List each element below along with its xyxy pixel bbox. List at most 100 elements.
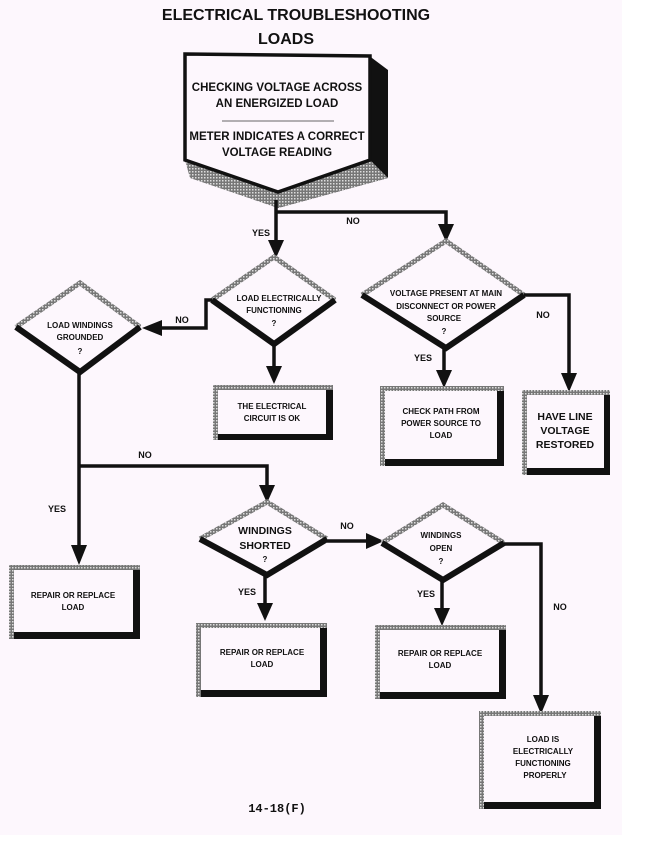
decision-text: WINDINGS [421, 531, 463, 540]
title-line1: ELECTRICAL TROUBLESHOOTING [162, 7, 430, 24]
start-line2: AN ENERGIZED LOAD [216, 98, 339, 110]
outcome-text: PROPERLY [523, 771, 567, 780]
decision-question-mark: ? [272, 319, 277, 328]
decision-text: LOAD WINDINGS [47, 321, 113, 330]
decision-text: OPEN [430, 544, 453, 553]
outcome-check-path: CHECK PATH FROM POWER SOURCE TO LOAD [380, 386, 504, 466]
label-no: NO [536, 310, 550, 320]
label-yes: YES [252, 228, 270, 238]
outcome-text: REPAIR OR REPLACE [31, 591, 116, 600]
decision-question-mark: ? [442, 327, 447, 336]
connector-open-no [504, 542, 543, 697]
connector-voltage-no [524, 293, 571, 375]
arrow-down-icon [71, 545, 87, 565]
outcome-circuit-ok: THE ELECTRICAL CIRCUIT IS OK [213, 385, 333, 440]
decision-question-mark: ? [263, 555, 268, 564]
arrow-down-icon [561, 373, 577, 392]
outcome-line-voltage: HAVE LINE VOLTAGE RESTORED [522, 390, 610, 475]
outcome-functioning-properly: LOAD IS ELECTRICALLY FUNCTIONING PROPERL… [479, 711, 601, 809]
outcome-text: REPAIR OR REPLACE [398, 649, 483, 658]
outcome-text: LOAD [251, 660, 274, 669]
arrow-down-icon [259, 485, 275, 503]
start-block: CHECKING VOLTAGE ACROSS AN ENERGIZED LOA… [183, 52, 388, 208]
outcome-text: LOAD [62, 603, 85, 612]
decision-text: SOURCE [427, 314, 462, 323]
decision-load-functioning: LOAD ELECTRICALLY FUNCTIONING ? [210, 253, 337, 348]
start-line3: METER INDICATES A CORRECT [189, 131, 364, 143]
diamond-top-edge [380, 502, 506, 546]
diamond-top-edge [14, 279, 142, 330]
connector-grounded-no [79, 464, 269, 488]
arrow-down-icon [436, 370, 452, 388]
decision-voltage-present: VOLTAGE PRESENT AT MAIN DISCONNECT OR PO… [360, 237, 526, 352]
label-yes: YES [417, 589, 435, 599]
label-yes: YES [238, 587, 256, 597]
arrow-down-icon [268, 240, 284, 258]
arrow-down-icon [434, 608, 450, 626]
outcome-repair-grounded: REPAIR OR REPLACE LOAD [9, 565, 140, 639]
decision-text: WINDINGS [238, 525, 292, 537]
outcome-text: REPAIR OR REPLACE [220, 648, 305, 657]
outcome-text: LOAD [429, 661, 452, 670]
label-no: NO [138, 450, 152, 460]
label-no: NO [175, 315, 189, 325]
decision-text: DISCONNECT OR POWER [396, 302, 496, 311]
outcome-text: LOAD [430, 431, 453, 440]
outcome-text: FUNCTIONING [515, 759, 571, 768]
box-face [14, 570, 133, 632]
box-face [380, 630, 499, 692]
box-face [218, 390, 326, 434]
arrow-down-icon [438, 224, 454, 242]
label-yes: YES [48, 504, 66, 514]
label-yes: YES [414, 353, 432, 363]
outcome-text: VOLTAGE [540, 425, 589, 437]
start-line4: VOLTAGE READING [222, 147, 332, 159]
arrow-down-icon [257, 603, 273, 621]
diamond-top-edge [360, 237, 526, 298]
arrow-right-icon [366, 533, 384, 549]
decision-text: FUNCTIONING [246, 306, 302, 315]
diamond-bottom-edge [198, 536, 329, 579]
start-line1: CHECKING VOLTAGE ACROSS [192, 82, 363, 94]
start-block-shadow-left [185, 160, 278, 208]
label-no: NO [346, 216, 360, 226]
decision-text: VOLTAGE PRESENT AT MAIN [390, 289, 502, 298]
diamond-bottom-edge [360, 292, 526, 352]
decision-question-mark: ? [78, 347, 83, 356]
diamond-top-edge [198, 499, 329, 542]
label-no: NO [553, 602, 567, 612]
outcome-text: RESTORED [536, 439, 595, 451]
outcome-text: LOAD IS [527, 735, 560, 744]
label-no: NO [340, 521, 354, 531]
box-face [527, 395, 604, 468]
outcome-text: CIRCUIT IS OK [244, 414, 301, 423]
outcome-text: THE ELECTRICAL [238, 402, 307, 411]
diamond-fill [382, 505, 504, 580]
outcome-text: HAVE LINE [537, 411, 592, 423]
box-face [201, 628, 320, 690]
outcome-repair-open: REPAIR OR REPLACE LOAD [375, 625, 506, 699]
arrow-down-icon [266, 366, 282, 384]
box-face [385, 391, 497, 459]
connector-load-no [158, 298, 212, 330]
start-block-face [183, 52, 372, 194]
diamond-top-edge [210, 253, 337, 303]
outcome-text: ELECTRICALLY [513, 747, 574, 756]
outcome-text: POWER SOURCE TO [401, 419, 481, 428]
start-block-shadow-right [278, 160, 388, 208]
outcome-text: CHECK PATH FROM [402, 407, 479, 416]
title-line2: LOADS [258, 31, 314, 48]
box-face [484, 716, 594, 802]
arrow-left-icon [142, 320, 162, 336]
decision-windings-grounded: LOAD WINDINGS GROUNDED ? [14, 279, 142, 376]
diamond-fill [200, 502, 327, 575]
arrow-down-icon [533, 695, 549, 714]
decision-text: LOAD ELECTRICALLY [236, 294, 322, 303]
decision-question-mark: ? [439, 557, 444, 566]
decision-windings-open: WINDINGS OPEN ? [380, 502, 506, 584]
outcome-repair-shorted: REPAIR OR REPLACE LOAD [196, 623, 327, 697]
decision-text: GROUNDED [57, 333, 104, 342]
connector-start-no [276, 210, 448, 227]
decision-windings-shorted: WINDINGS SHORTED ? [198, 499, 329, 579]
